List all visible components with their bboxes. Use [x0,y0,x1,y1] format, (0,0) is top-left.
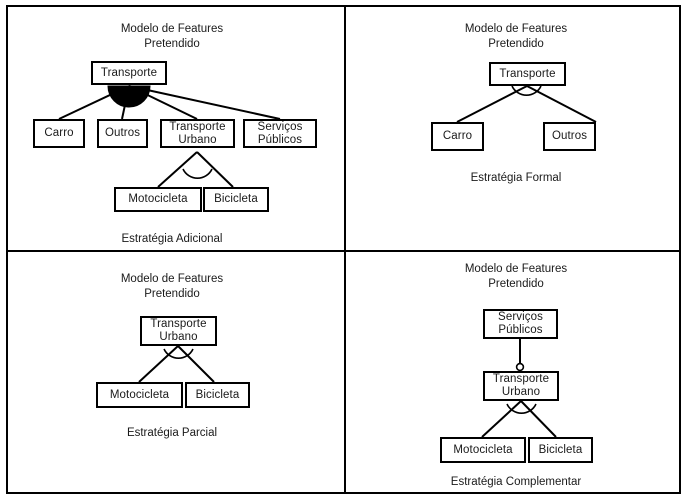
edge-transporte-transporte-urbano [128,85,198,120]
node-motocicleta[interactable]: Motocicleta [440,437,526,463]
quadrant-caption: Estratégia Complementar [450,476,582,488]
edge-transporte-carro [456,85,528,123]
node-label: Bicicleta [214,193,258,205]
edge-transporte-outros [121,85,130,120]
quadrant-estrategia-complementar: Modelo de Features Pretendido Serviços P… [344,249,687,499]
connector-layer [138,345,215,383]
title-line-1: Modelo de Features [464,263,568,275]
node-label-line-2: Urbano [501,386,541,398]
connector-layer [58,85,281,188]
node-label-line-2: Públicos [257,133,303,146]
node-label: Motocicleta [128,193,188,205]
alternative-group-open-arc [182,168,213,179]
node-transporte-urbano[interactable]: Transporte Urbano [160,119,235,148]
node-carro[interactable]: Carro [431,122,484,151]
quadrant-title: Modelo de Features Pretendido [344,262,687,292]
quadrant-caption: Estratégia Formal [470,172,562,184]
edge-urbano-motocicleta [157,151,198,188]
node-label-line-1: Transporte [150,318,207,330]
node-transporte-urbano[interactable]: Transporte Urbano [483,371,559,401]
node-label: Transporte [100,66,158,79]
quadrant-estrategia-formal: Modelo de Features Pretendido Transporte… [344,0,687,250]
node-transporte[interactable]: Transporte [489,62,566,86]
node-transporte-urbano[interactable]: Transporte Urbano [140,316,217,346]
quadrant-estrategia-parcial: Modelo de Features Pretendido Transporte… [0,249,344,499]
horizontal-divider [6,250,681,252]
edge-urbano-bicicleta [520,400,557,438]
node-label-line-2: Públicos [498,324,543,336]
node-carro[interactable]: Carro [33,119,85,148]
optional-feature-hollow-circle [515,362,525,372]
title-line-1: Modelo de Features [464,23,568,35]
node-label: Motocicleta [109,388,170,401]
node-servicos-publicos[interactable]: Serviços Públicos [483,309,558,339]
quadrant-title: Modelo de Features Pretendido [0,22,344,52]
title-line-2: Pretendido [144,288,200,300]
title-line-1: Modelo de Features [120,23,224,35]
edge-transporte-outros [526,85,597,123]
node-label-line-1: Transporte [169,120,226,133]
node-transporte[interactable]: Transporte [91,61,167,85]
node-outros[interactable]: Outros [543,122,596,151]
node-bicicleta[interactable]: Bicicleta [528,437,593,463]
title-line-2: Pretendido [144,38,200,50]
node-label: Outros [104,127,141,139]
connector-layer [456,85,597,123]
node-label: Bicicleta [195,388,240,401]
edge-transporte-servicos-publicos [128,85,281,120]
connector-layer [481,339,557,438]
node-label: Transporte [499,67,556,80]
alternative-group-open-arc [163,348,194,359]
edge-transporte-carro [58,85,130,120]
vertical-divider [344,5,346,494]
title-line-2: Pretendido [488,278,544,290]
edge-urbano-motocicleta [481,400,522,438]
node-motocicleta[interactable]: Motocicleta [114,187,202,212]
node-label: Motocicleta [453,443,513,456]
node-bicicleta[interactable]: Bicicleta [203,187,269,212]
quadrant-title: Modelo de Features Pretendido [344,22,687,52]
edge-urbano-bicicleta [177,345,215,383]
node-label: Carro [442,130,473,142]
title-line-1: Modelo de Features [120,273,224,285]
node-servicos-publicos[interactable]: Serviços Públicos [243,119,317,148]
quadrant-estrategia-adicional: Modelo de Features Pretendido Transporte… [0,0,344,250]
node-label-line-1: Serviços [257,120,303,133]
quadrant-title: Modelo de Features Pretendido [0,272,344,302]
node-label-line-2: Urbano [159,331,198,343]
edge-urbano-bicicleta [196,151,234,188]
node-label-line-1: Serviços [498,311,543,323]
node-label-line-2: Urbano [178,133,217,146]
quadrant-caption: Estratégia Parcial [126,427,218,439]
node-label: Carro [44,127,74,139]
alternative-group-open-arc [506,403,537,414]
node-label: Outros [551,130,588,142]
quadrant-caption: Estratégia Adicional [121,233,223,245]
node-label-line-1: Transporte [492,373,550,385]
node-motocicleta[interactable]: Motocicleta [96,382,183,408]
node-bicicleta[interactable]: Bicicleta [185,382,250,408]
edge-urbano-motocicleta [138,345,179,383]
alternative-group-open-arc [511,85,542,96]
node-label: Bicicleta [538,443,583,456]
node-outros[interactable]: Outros [97,119,148,148]
title-line-2: Pretendido [488,38,544,50]
